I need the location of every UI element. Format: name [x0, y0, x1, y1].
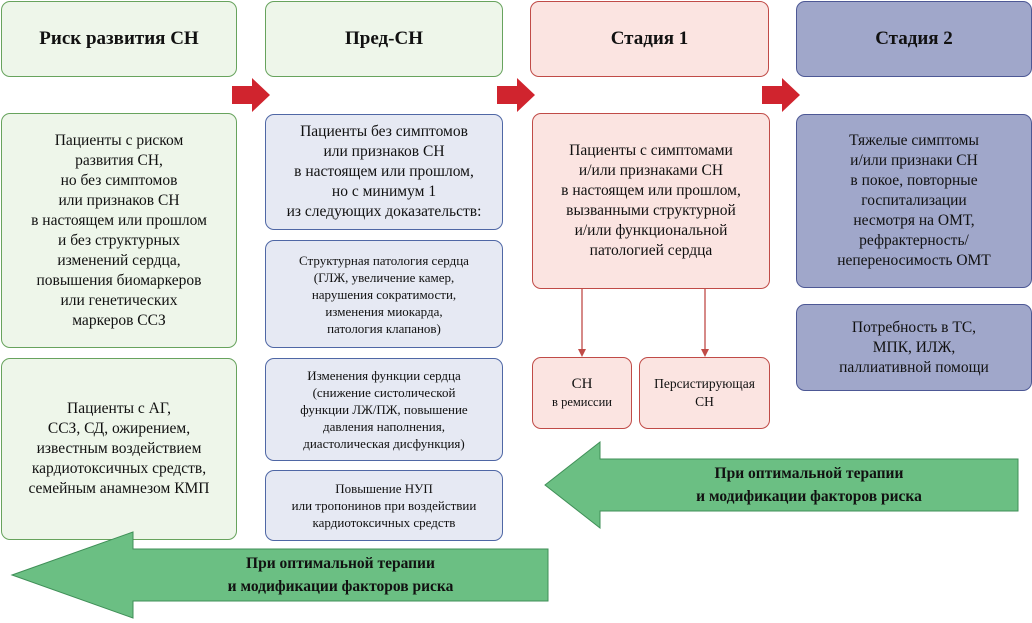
pre-hf-biomarkers-box: Повышение НУП или тропонинов при воздейс… [265, 470, 503, 541]
forward-arrow-2 [497, 78, 535, 112]
stage2-description-box: Тяжелые симптомы и/или признаки СН в пок… [796, 114, 1032, 288]
stage1-persistent-box: Персистирующая СН [639, 357, 770, 429]
pre-hf-description-box: Пациенты без симптомов или признаков СН … [265, 114, 503, 230]
forward-arrow-3 [762, 78, 800, 112]
header-stage2: Стадия 2 [796, 1, 1032, 77]
risk-description-box: Пациенты с риском развития СН, но без си… [1, 113, 237, 348]
remission-sub-label: в ремиссии [552, 395, 612, 409]
forward-arrow-1 [232, 78, 270, 112]
back-arrow-lower-label: При оптимальной терапии и модификации фа… [227, 555, 454, 595]
connector-remission-head [578, 349, 586, 357]
pre-hf-function-box: Изменения функции сердца (снижение систо… [265, 358, 503, 461]
risk-groups-box: Пациенты с АГ, ССЗ, СД, ожирением, извес… [1, 358, 237, 540]
header-pre-hf: Пред-СН [265, 1, 503, 77]
pre-hf-structural-box: Структурная патология сердца (ГЛЖ, увели… [265, 240, 503, 348]
stage2-needs-box: Потребность в ТС, МПК, ИЛЖ, паллиативной… [796, 304, 1032, 391]
connector-persistent-head [701, 349, 709, 357]
stage1-remission-box: СН в ремиссии [532, 357, 632, 429]
stage1-description-box: Пациенты с симптомами и/или признаками С… [532, 113, 770, 289]
header-stage1: Стадия 1 [530, 1, 769, 77]
header-risk: Риск развития СН [1, 1, 237, 77]
remission-main-label: СН [571, 376, 593, 392]
back-arrow-upper-label: При оптимальной терапии и модификации фа… [696, 465, 922, 505]
